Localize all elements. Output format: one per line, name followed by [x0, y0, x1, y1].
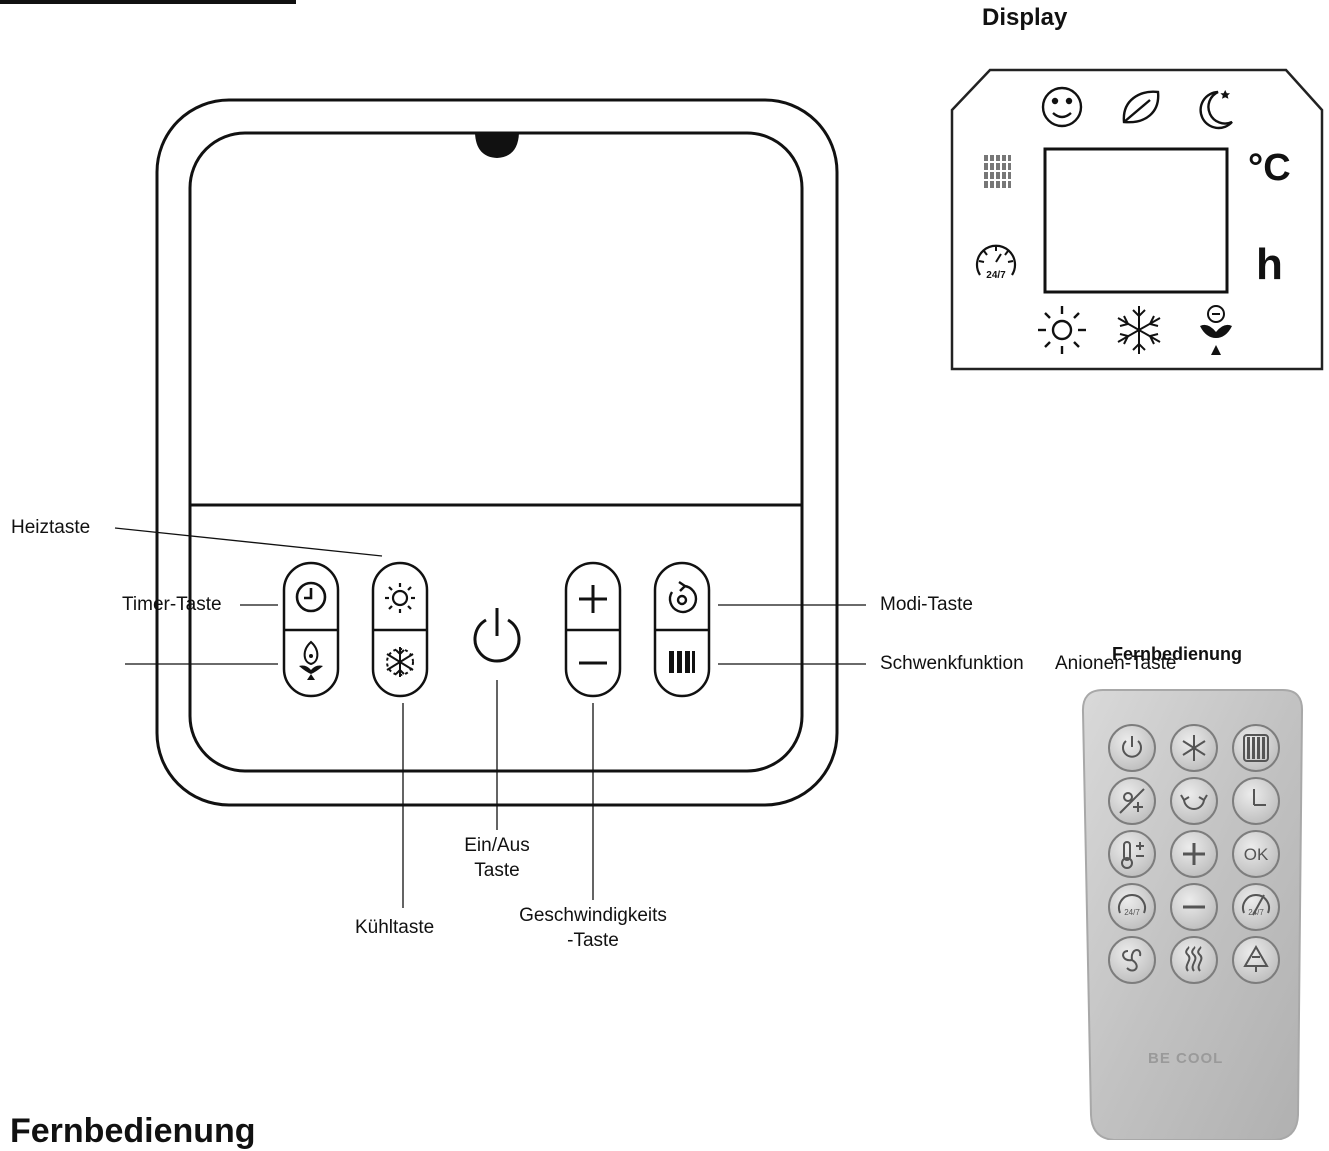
mode-swing-capsule [653, 561, 711, 698]
fan-icon [1122, 949, 1142, 972]
remote-brand: BE COOL [1148, 1050, 1224, 1067]
24-7-label: 24/7 [986, 270, 1006, 281]
remote-button-face [1108, 883, 1156, 931]
remote-button-24-7[interactable]: 24/7 [1108, 883, 1156, 931]
remote-button-face [1232, 724, 1280, 772]
label-power-line2: Taste [474, 860, 520, 881]
plus-minus-capsule [564, 561, 622, 698]
thermometer-icon [1121, 841, 1144, 869]
remote-heading-large: Fernbedienung [10, 1112, 256, 1150]
anion-icon [1200, 305, 1232, 355]
label-cool: Kühltaste [355, 917, 435, 938]
swing-louver-icon [982, 155, 1013, 188]
remote-button-plus[interactable] [1170, 830, 1218, 878]
remote-button-face [1232, 883, 1280, 931]
label-speed: Geschwindigkeits -Taste [493, 905, 693, 952]
remote-button-tree[interactable] [1232, 936, 1280, 984]
remote-button-thermometer[interactable] [1108, 830, 1156, 878]
label-timer: Timer-Taste [122, 594, 222, 615]
plus-button[interactable] [568, 565, 618, 629]
remote-button-power[interactable] [1108, 724, 1156, 772]
sun-icon [385, 583, 415, 613]
anion-button[interactable] [286, 631, 336, 694]
smiley-icon [1041, 86, 1083, 128]
display-screen [1043, 147, 1229, 294]
label-power: Ein/Aus Taste [447, 835, 547, 882]
hours-unit: h [1256, 240, 1283, 289]
label-speed-line2: -Taste [567, 930, 619, 951]
cool-button[interactable] [375, 631, 425, 694]
moon-stars-icon [1199, 90, 1233, 130]
panel-inner-frame [188, 131, 804, 773]
label-heat: Heiztaste [11, 517, 91, 538]
remote-button-timer[interactable] [1232, 777, 1280, 825]
heat-button[interactable] [375, 565, 425, 629]
power-icon [473, 608, 521, 663]
remote-button-fan[interactable] [1108, 936, 1156, 984]
heat-waves-icon [1185, 946, 1203, 972]
swing-louver-icon [1243, 734, 1269, 762]
anion-icon [299, 640, 323, 680]
24-7-icon: 24/7 [975, 244, 1017, 281]
leader-lines [114, 527, 866, 908]
ok-icon: OK [1244, 845, 1269, 864]
remote-button-face [1232, 777, 1280, 825]
mode-icon [668, 581, 698, 614]
rotate-icon [1180, 794, 1208, 810]
remote-button-24-7-off[interactable]: 24/7 [1232, 883, 1280, 931]
remote-button-snowflake[interactable] [1170, 724, 1218, 772]
24-7-off-icon: 24/7 [1242, 894, 1270, 917]
remote-button-face [1108, 724, 1156, 772]
top-rule [0, 0, 296, 4]
remote-button-face [1232, 936, 1280, 984]
svg-text:24/7: 24/7 [1248, 908, 1264, 917]
timer-anion-capsule [282, 561, 340, 698]
swing-louver-icon [669, 651, 695, 673]
remote-button-heat-waves[interactable] [1170, 936, 1218, 984]
timer-icon [1253, 789, 1266, 806]
snowflake-icon [1182, 735, 1206, 761]
timer-button[interactable] [286, 565, 336, 629]
label-speed-line1: Geschwindigkeits [519, 905, 667, 926]
remote-button-swing-louver[interactable] [1232, 724, 1280, 772]
minus-button[interactable] [568, 631, 618, 694]
label-swing: Schwenkfunktion [880, 653, 1024, 674]
tree-icon [1243, 945, 1269, 972]
power-button[interactable] [465, 603, 529, 667]
remote-button-grid: OK 24/7 24/7 [1108, 724, 1280, 984]
label-anion: Anionen-Taste [1055, 653, 1177, 674]
display-heading: Display [982, 4, 1068, 31]
sun-snow-icon [1119, 788, 1145, 814]
snowflake-icon [1117, 306, 1161, 354]
svg-text:OK: OK [1244, 845, 1269, 864]
remote-button-ok[interactable]: OK [1232, 830, 1280, 878]
remote-button-sun-snow[interactable] [1108, 777, 1156, 825]
leaf-icon [1122, 90, 1160, 124]
label-power-line1: Ein/Aus [464, 835, 530, 856]
remote-button-face [1170, 777, 1218, 825]
remote-heading-small: Fernbedienung [1112, 644, 1242, 664]
panel-notch [475, 133, 519, 158]
plus-icon [1183, 843, 1205, 865]
celsius-unit: °C [1248, 147, 1291, 189]
clock-icon [295, 581, 327, 613]
remote-button-face [1232, 830, 1280, 878]
heat-cool-capsule [371, 561, 429, 698]
label-mode: Modi-Taste [880, 594, 973, 615]
power-icon [1122, 736, 1142, 758]
display-panel: 24/7 [950, 68, 1324, 371]
mode-button[interactable] [657, 565, 707, 629]
sun-icon [1038, 306, 1086, 354]
24-7-icon: 24/7 [1118, 894, 1146, 917]
leader-heat [114, 527, 383, 557]
swing-button[interactable] [657, 631, 707, 694]
svg-text:24/7: 24/7 [1124, 908, 1140, 917]
remote-button-rotate[interactable] [1170, 777, 1218, 825]
remote-button-minus[interactable] [1170, 883, 1218, 931]
display-outline [950, 68, 1324, 371]
plus-icon [579, 585, 607, 613]
snowflake-icon [386, 647, 414, 677]
remote-button-face [1108, 830, 1156, 878]
